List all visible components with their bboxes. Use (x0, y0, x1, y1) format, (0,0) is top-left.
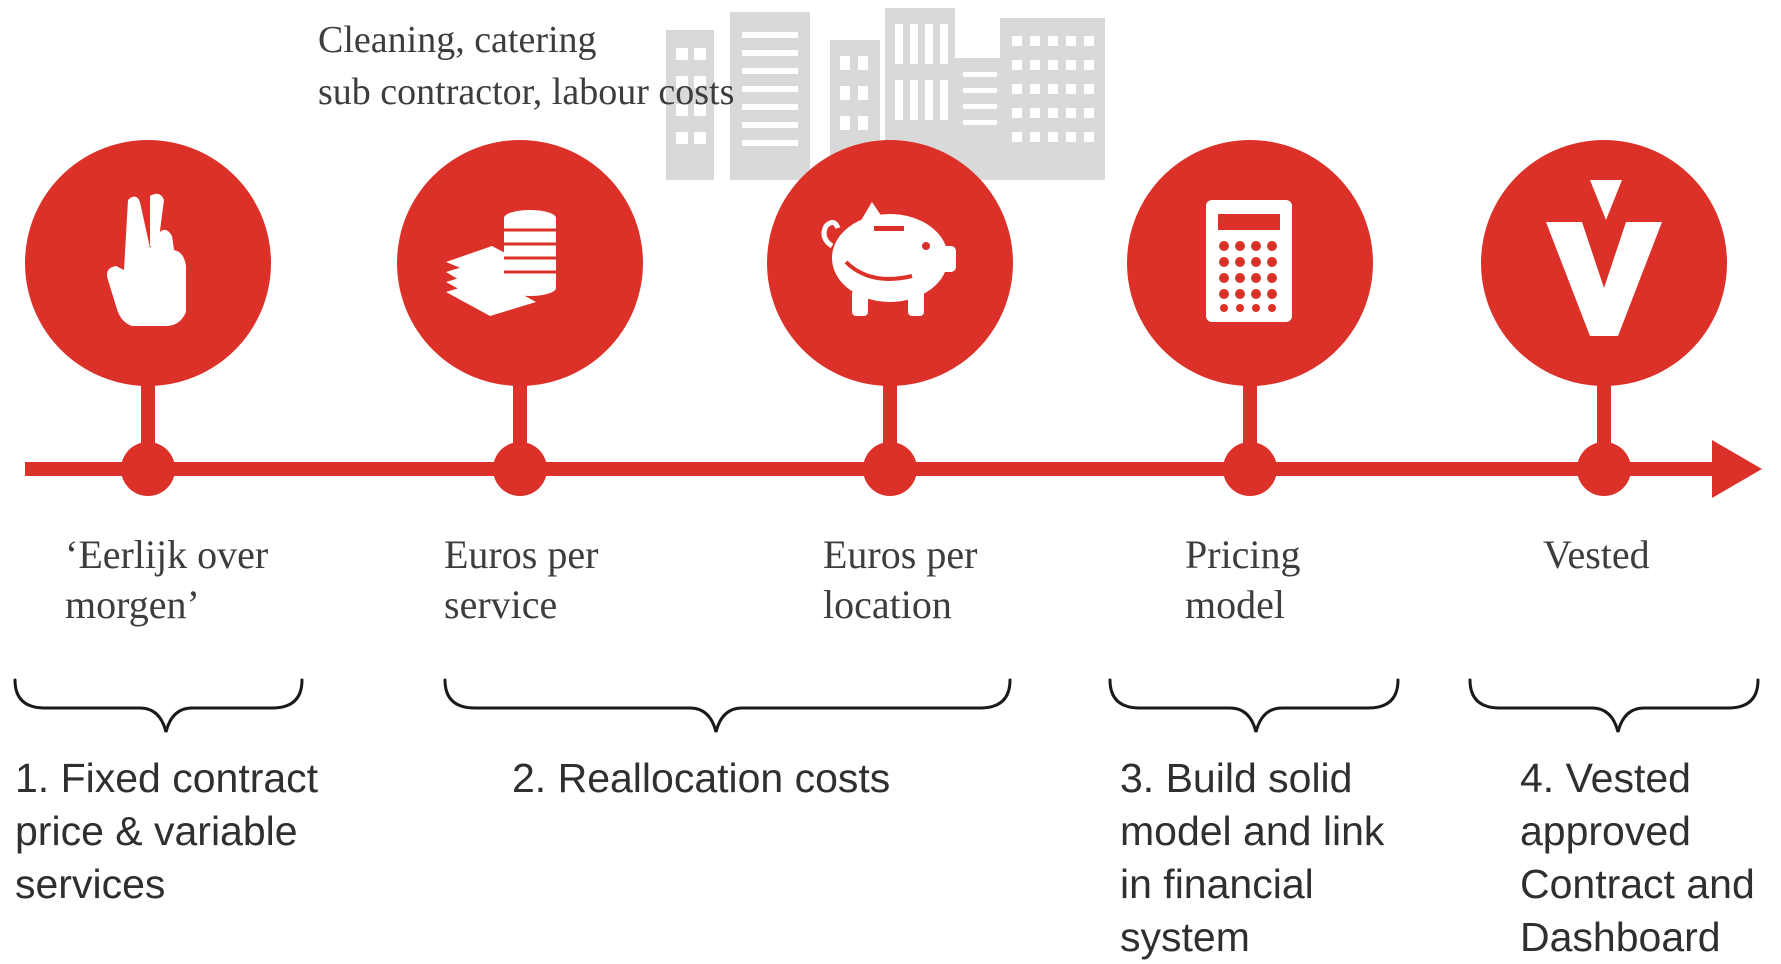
timeline-arrowhead (1712, 440, 1762, 498)
phase-4-brace (1468, 678, 1760, 733)
milestone-4-node (1223, 442, 1277, 496)
buildings-icon (666, 8, 1105, 180)
milestone-5-node (1577, 442, 1631, 496)
milestone-2-label: Euros per service (444, 532, 599, 627)
milestone-5-circle (1481, 140, 1727, 386)
milestone-5-label: Vested (1543, 532, 1650, 577)
phase-1-label: 1. Fixed contract price & variable servi… (15, 755, 319, 907)
milestone-5 (1481, 140, 1727, 496)
milestone-2-node (493, 442, 547, 496)
money-coins-icon (446, 210, 556, 316)
milestone-4-label: Pricing model (1185, 532, 1301, 627)
top-note: Cleaning, catering sub contractor, labou… (318, 19, 735, 113)
milestone-3-label: Euros per location (823, 532, 978, 627)
milestone-4 (1127, 140, 1373, 496)
phase-3-brace (1108, 678, 1400, 733)
vested-logo-icon (1546, 180, 1662, 336)
crossed-fingers-icon (107, 193, 186, 326)
calculator-icon (1206, 200, 1292, 322)
milestone-2 (397, 140, 643, 496)
milestone-1-label: ‘Eerlijk over morgen’ (65, 532, 269, 627)
phase-4-label: 4. Vested approved Contract and Dashboar… (1520, 755, 1755, 960)
milestone-3 (767, 140, 1013, 496)
piggy-bank-icon (821, 202, 956, 316)
milestone-1 (25, 140, 271, 496)
phase-2-brace (443, 678, 1012, 733)
milestone-3-node (863, 442, 917, 496)
phase-2-label: 2. Reallocation costs (512, 755, 891, 801)
phase-1-brace (13, 678, 304, 733)
phase-3-label: 3. Build solid model and link in financi… (1120, 755, 1385, 960)
milestone-1-node (121, 442, 175, 496)
